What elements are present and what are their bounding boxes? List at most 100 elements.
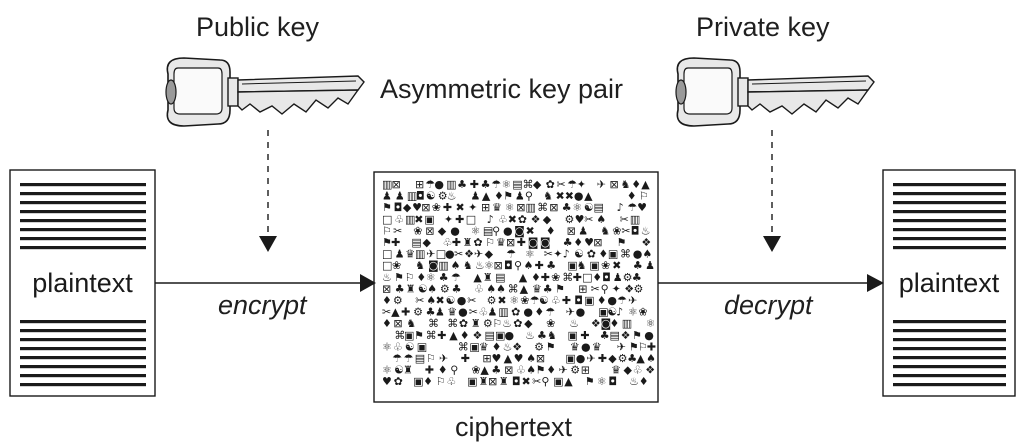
cipher-symbol: ❀: [413, 224, 422, 237]
cipher-symbol: ♣: [633, 259, 643, 272]
text-line-right-5: [893, 219, 1006, 223]
cipher-symbol: ♣: [546, 259, 556, 272]
text-line-left-2: [20, 192, 146, 196]
cipher-symbol: ⚛: [501, 178, 511, 191]
cipher-symbol: ☂: [617, 294, 627, 307]
cipher-symbol: ♦: [597, 294, 607, 307]
cipher-symbol: ▤: [594, 201, 604, 214]
cipher-symbol: ●: [450, 224, 460, 237]
cipher-symbol: ⚙: [438, 190, 448, 203]
cipher-symbol: ✚: [455, 213, 464, 226]
cipher-symbol: ☂: [545, 306, 555, 319]
cipher-symbol: ⌘: [508, 282, 519, 295]
cipher-symbol: ♦: [631, 178, 641, 191]
cipher-symbol: ⚐: [382, 224, 392, 237]
private-key-label: Private key: [696, 12, 830, 42]
cipher-symbol: ✈: [617, 340, 626, 353]
cipher-symbol: ▣: [424, 213, 434, 226]
cipher-symbol: ♥: [584, 236, 594, 249]
cipher-symbol: ♦: [546, 364, 556, 377]
cipher-symbol: ♞: [543, 190, 553, 203]
cipher-symbol: ⊠: [536, 352, 545, 365]
cipher-symbol: ✦: [577, 178, 586, 191]
cipher-symbol: ⚐: [405, 271, 415, 284]
cipher-symbol: ❖: [531, 213, 541, 226]
cipher-symbol: ♛: [611, 364, 621, 377]
cipher-symbol: ⚛: [646, 317, 656, 330]
cipher-symbol: ♨: [502, 317, 512, 330]
cipher-symbol: ✿: [394, 375, 403, 388]
cipher-symbol: ▣: [467, 375, 477, 388]
cipher-symbol: ▤: [512, 178, 522, 191]
cipher-symbol: ❀: [392, 259, 401, 272]
cipher-symbol: ▲: [584, 190, 593, 203]
cipher-symbol: ♧: [443, 236, 453, 249]
cipher-symbol: ⊠: [382, 282, 391, 295]
cipher-symbol: ♛: [447, 306, 457, 319]
cipher-symbol: ✖: [612, 259, 621, 272]
cipher-symbol: ♦: [531, 271, 541, 284]
cipher-symbol: ▤: [415, 352, 425, 365]
public-key-teeth: [237, 89, 360, 115]
cipher-symbol: ♦: [492, 340, 502, 353]
text-line-right-8: [893, 246, 1006, 250]
cipher-symbol: ♜: [499, 375, 509, 388]
cipher-symbol: ✿: [459, 317, 468, 330]
cipher-symbol: ♦: [416, 271, 426, 284]
cipher-symbol: ✂: [467, 294, 476, 307]
cipher-symbol: ♠: [486, 282, 496, 295]
cipher-symbol: ✂: [584, 213, 593, 226]
text-line-right-7: [893, 237, 1006, 241]
cipher-symbol: ♥: [514, 352, 524, 365]
cipher-symbol: ⊠: [393, 317, 402, 330]
cipher-symbol: ✚: [562, 294, 571, 307]
cipher-symbol: ♪: [563, 248, 570, 261]
cipher-symbol: ✚: [401, 306, 410, 319]
cipher-symbol: ❀: [601, 259, 610, 272]
cipher-symbol: ✦: [444, 213, 453, 226]
cipher-symbol: ♧: [551, 294, 561, 307]
encrypt-arrowhead: [360, 274, 376, 292]
text-line-left-11: [20, 338, 146, 342]
cipher-symbol: ◆: [608, 352, 617, 365]
text-line-left-1: [20, 183, 146, 187]
cipher-symbol: ♣: [426, 306, 436, 319]
cipher-symbol: ⚛: [572, 201, 582, 214]
cipher-symbol: ❀: [432, 201, 441, 214]
cipher-symbol: □: [466, 213, 476, 226]
ciphertext-symbols: ▥⊠⊞☂●▥♣✚♣☂⚛▤⌘◆✿✂☂✦✈⊠♞♦▲♟♟▥◘☯⚙♨♟▲♦⚑♟⚲♞✖✖●…: [382, 178, 656, 388]
cipher-symbol: ♟: [515, 190, 525, 203]
cipher-symbol: ♦: [627, 190, 637, 203]
cipher-symbol: ▥: [415, 248, 425, 261]
text-line-right-16: [893, 383, 1006, 387]
cipher-symbol: ●: [445, 248, 455, 261]
cipher-symbol: ⊠: [593, 236, 602, 249]
public-key-icon: [165, 57, 365, 127]
cipher-symbol: ☂: [567, 178, 577, 191]
cipher-symbol: ✦: [553, 248, 562, 261]
cipher-symbol: ♟: [488, 306, 498, 319]
cipher-symbol: ⚛: [382, 364, 392, 377]
cipher-symbol: ✂: [454, 248, 463, 261]
cipher-symbol: ⚲: [514, 259, 522, 272]
cipher-symbol: ♣: [537, 329, 547, 342]
plaintext-lines-left: [20, 183, 146, 387]
cipher-symbol: ◘: [602, 271, 611, 284]
cipher-symbol: ⚲: [541, 375, 549, 388]
cipher-symbol: ♧: [633, 364, 643, 377]
cipher-symbol: ▣: [469, 340, 479, 353]
cipher-symbol: ⚙: [534, 340, 544, 353]
cipher-symbol: ✚: [541, 271, 550, 284]
cipher-symbol: ⚑: [629, 340, 639, 353]
cipher-symbol: ⌘: [523, 178, 534, 191]
text-line-left-16: [20, 383, 146, 387]
cipher-symbol: ♠: [596, 213, 606, 226]
cipher-symbol: ⌘: [426, 329, 437, 342]
cipher-symbol: ♧: [516, 364, 526, 377]
cipher-symbol: ♛: [479, 340, 489, 353]
cipher-symbol: ❖: [591, 317, 601, 330]
cipher-symbol: ♟: [645, 259, 655, 272]
text-line-left-10: [20, 329, 146, 333]
cipher-symbol: ❖: [624, 282, 634, 295]
text-line-left-14: [20, 365, 146, 369]
